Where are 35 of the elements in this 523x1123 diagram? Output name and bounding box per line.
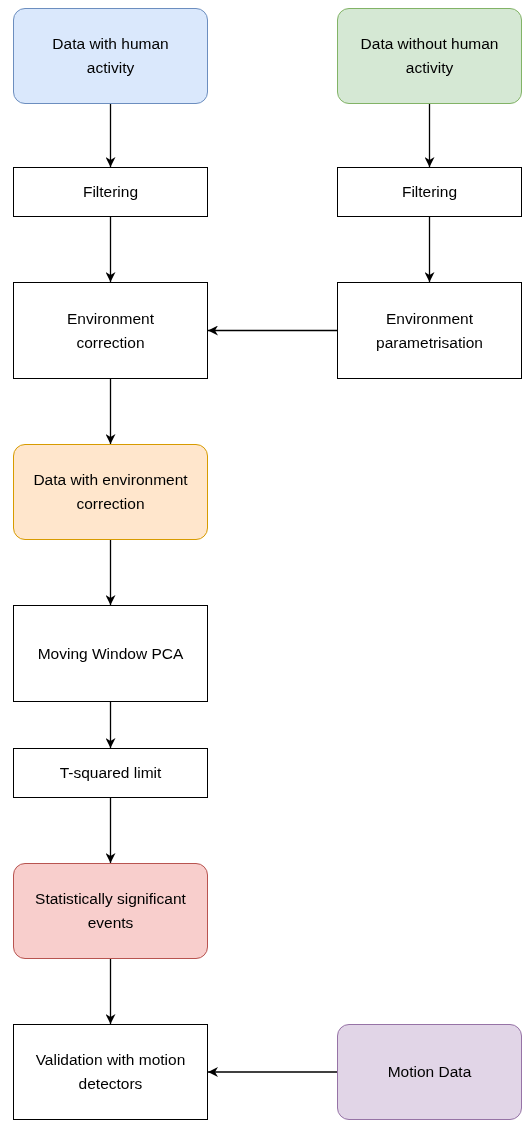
- process-box: [13, 605, 208, 702]
- node-label: Environment correction: [66, 308, 155, 353]
- terminal-box: [337, 8, 522, 104]
- node-label: Filtering: [401, 182, 458, 202]
- arrow: [105, 797, 116, 864]
- arrow: [105, 103, 116, 168]
- process-box: [337, 282, 522, 379]
- terminal-box: [13, 863, 208, 959]
- arrow: [424, 103, 435, 168]
- node-label: Environment parametrisation: [375, 308, 484, 353]
- process-box: [13, 167, 208, 217]
- node-label: Data with environment correction: [32, 470, 189, 514]
- node-label: Data without human activity: [359, 34, 500, 78]
- terminal-box: [13, 444, 208, 540]
- node-label: Filtering: [82, 182, 139, 202]
- terminal-box: [337, 1024, 522, 1120]
- node-label: Moving Window PCA: [37, 643, 184, 664]
- node-label: T-squared limit: [59, 763, 162, 783]
- node-label: Statistically significant events: [34, 889, 187, 933]
- process-box: [13, 282, 208, 379]
- process-box: [13, 748, 208, 798]
- arrow: [424, 216, 435, 283]
- arrow: [105, 378, 116, 445]
- terminal-box: [13, 8, 208, 104]
- node-label: Validation with motion detectors: [34, 1050, 187, 1094]
- arrow: [105, 958, 116, 1025]
- arrow: [207, 325, 338, 336]
- node-label: Motion Data: [387, 1062, 472, 1082]
- process-box: [13, 1024, 208, 1120]
- node-label: Data with human activity: [51, 34, 170, 78]
- arrow: [207, 1067, 338, 1077]
- arrow: [105, 701, 116, 749]
- arrow: [105, 539, 116, 606]
- arrow: [105, 216, 116, 283]
- process-box: [337, 167, 522, 217]
